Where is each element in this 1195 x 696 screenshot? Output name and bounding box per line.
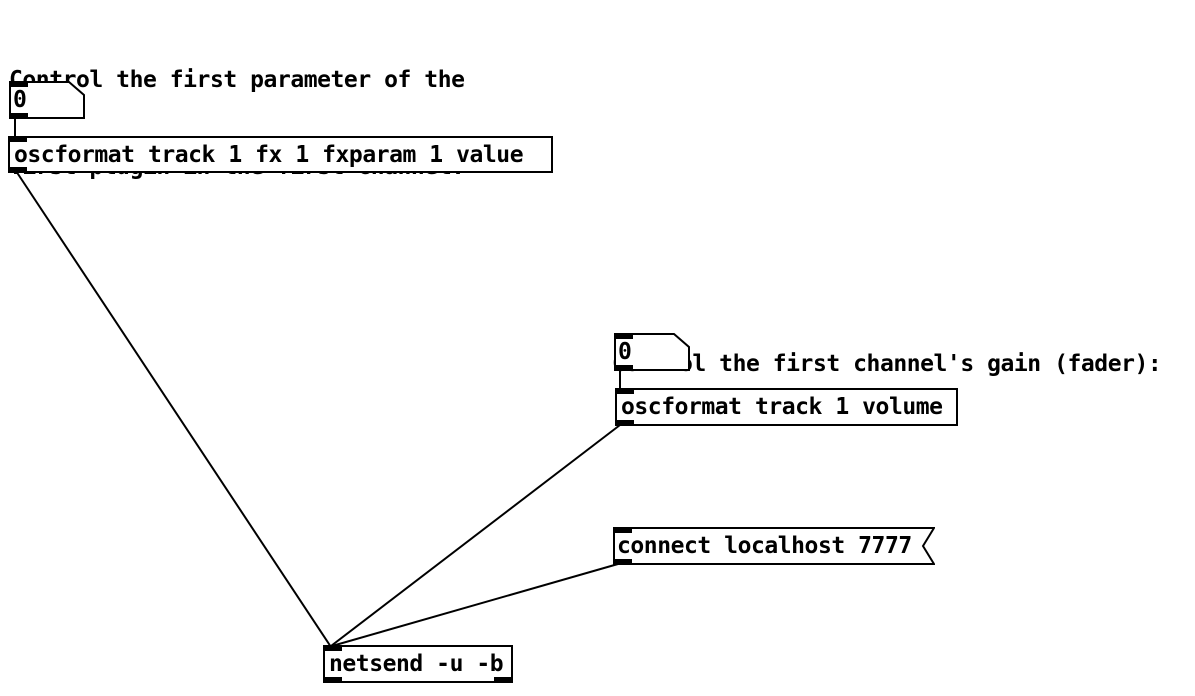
object-box-text: oscformat track 1 volume (621, 394, 943, 420)
inlet-nub[interactable] (323, 645, 342, 651)
comment-fxparam: Control the first parameter of the first… (9, 8, 465, 240)
inlet-nub[interactable] (615, 388, 634, 394)
inlet-nub[interactable] (614, 333, 633, 339)
object-box-text: netsend -u -b (329, 651, 504, 677)
inlet-nub[interactable] (613, 527, 632, 533)
number-box-shape (614, 333, 690, 371)
outlet-nub[interactable] (8, 167, 27, 173)
object-box-oscformat-fxparam[interactable]: oscformat track 1 fx 1 fxparam 1 value (8, 136, 553, 173)
outlet-nub[interactable] (9, 113, 28, 119)
object-box-netsend[interactable]: netsend -u -b (323, 645, 513, 683)
outlet-nub[interactable] (614, 365, 633, 371)
comment-gain-line1: Control the first channel's gain (fader)… (612, 351, 1162, 377)
number-box-shape (9, 81, 85, 119)
patch-cord-message-to-netsend (331, 563, 619, 647)
inlet-nub[interactable] (9, 81, 28, 87)
comment-fxparam-line1: Control the first parameter of the (9, 67, 465, 93)
patch-cord-oscformat2-to-netsend (330, 424, 621, 647)
number-box-value: 0 (618, 339, 632, 365)
message-box-text: connect localhost 7777 (617, 533, 912, 559)
inlet-nub[interactable] (8, 136, 27, 142)
message-box-connect[interactable]: connect localhost 7777 (613, 527, 935, 565)
outlet-nub[interactable] (615, 420, 634, 426)
number-box-gain[interactable]: 0 (614, 333, 690, 371)
number-box-value: 0 (13, 87, 27, 113)
patch-cord-oscformat1-to-netsend (15, 170, 332, 648)
outlet-nub-left[interactable] (323, 677, 342, 683)
number-box-fxparam[interactable]: 0 (9, 81, 85, 119)
object-box-oscformat-volume[interactable]: oscformat track 1 volume (615, 388, 958, 426)
message-box-shape (613, 527, 935, 565)
object-box-text: oscformat track 1 fx 1 fxparam 1 value (14, 141, 524, 168)
outlet-nub[interactable] (613, 559, 632, 565)
outlet-nub-right[interactable] (494, 677, 513, 683)
